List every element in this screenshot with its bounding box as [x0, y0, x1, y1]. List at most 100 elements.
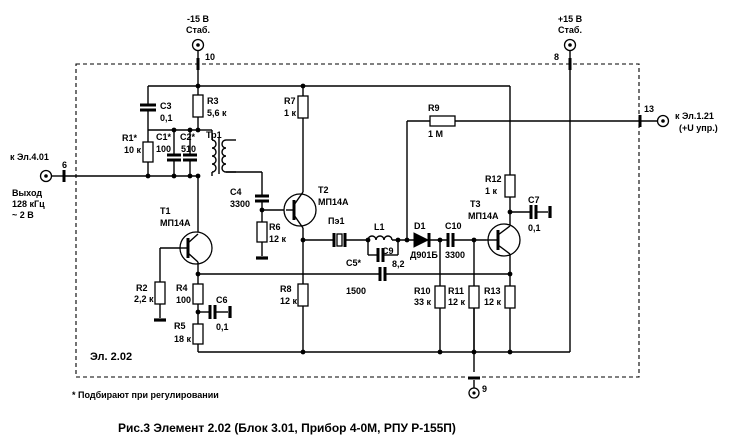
pin-9-label: 9	[482, 384, 487, 394]
pin-10-label: 10	[205, 52, 215, 62]
r6-ref: R6	[269, 222, 281, 232]
resistor-r4	[192, 283, 204, 324]
r3-value: 5,6 к	[207, 108, 227, 118]
pin-8-label: 8	[554, 52, 559, 62]
d1-ref: D1	[414, 221, 426, 231]
pos-stab-label: Стаб.	[558, 25, 582, 35]
r2-value: 2,2 к	[134, 294, 154, 304]
neg-voltage-label: -15 В	[187, 14, 210, 24]
capacitor-c7	[510, 205, 552, 219]
r13-ref: R13	[484, 286, 501, 296]
r4-value: 100	[176, 295, 191, 305]
pos-supply-rail	[198, 70, 571, 353]
capacitor-c5	[378, 267, 510, 281]
r7-ref: R7	[284, 96, 296, 106]
r12-value: 1 к	[485, 186, 498, 196]
terminal-neg-supply	[191, 38, 205, 70]
t2-type: МП14А	[318, 197, 349, 207]
pe1-ref: Пэ1	[328, 216, 344, 226]
module-boundary	[75, 63, 640, 378]
r3-ref: R3	[207, 96, 219, 106]
capacitor-c3	[140, 86, 156, 130]
c7-value: 0,1	[528, 223, 541, 233]
neg-stab-label: Стаб.	[186, 25, 210, 35]
r13-value: 12 к	[484, 297, 502, 307]
output-note-line1: Выход	[12, 188, 42, 198]
resistor-r6	[256, 210, 268, 260]
r9-ref: R9	[428, 103, 440, 113]
c5-ref: C5*	[346, 258, 362, 268]
t3-ref: T3	[470, 199, 481, 209]
right-connector-sub: (+U упр.)	[679, 123, 718, 133]
r8-value: 12 к	[280, 296, 298, 306]
r11-ref: R11	[448, 286, 464, 296]
c5-value: 1500	[346, 286, 366, 296]
t1-ref: T1	[160, 206, 171, 216]
terminal-pos-supply	[563, 38, 577, 70]
r5-ref: R5	[174, 321, 186, 331]
resistor-r11	[468, 240, 480, 352]
t2-ref: T2	[318, 185, 329, 195]
l1-ref: L1	[374, 222, 385, 232]
figure-caption: Рис.3 Элемент 2.02 (Блок 3.01, Прибор 4-…	[118, 421, 456, 435]
r10-ref: R10	[414, 286, 431, 296]
r4-ref: R4	[176, 283, 188, 293]
capacitor-c2	[183, 130, 197, 176]
pin-6-label: 6	[62, 160, 67, 170]
r7-value: 1 к	[284, 108, 297, 118]
c1-ref: C1*	[156, 132, 172, 142]
r1-ref: R1*	[122, 133, 138, 143]
c9-ref: C9	[382, 246, 394, 256]
junction-dots	[145, 83, 513, 355]
c1-value: 100	[156, 144, 171, 154]
capacitor-c10	[446, 233, 486, 247]
resistor-r5	[192, 323, 204, 352]
resistor-r1	[142, 130, 154, 176]
r1-value: 10 к	[124, 145, 142, 155]
resistor-r12	[504, 174, 516, 226]
capacitor-c1	[167, 130, 181, 176]
tr1-ref: Тр1	[206, 130, 222, 140]
capacitor-c6	[198, 305, 232, 319]
transistor-t3	[486, 223, 521, 286]
footnote: * Подбирают при регулировании	[72, 390, 219, 400]
capacitor-c4	[255, 194, 286, 211]
output-note-line3: ~ 2 В	[12, 210, 34, 220]
crystal-pe1	[332, 233, 368, 247]
output-note-line2: 128 кГц	[12, 199, 45, 209]
r9-value: 1 М	[428, 129, 443, 139]
r10-value: 33 к	[414, 297, 432, 307]
diode-d1	[413, 232, 448, 248]
c6-ref: C6	[216, 295, 228, 305]
pin-13-label: 13	[644, 104, 654, 114]
c9-value: 8,2	[392, 259, 405, 269]
r2-ref: R2	[136, 283, 148, 293]
left-connector-label: к Эл.4.01	[10, 152, 49, 162]
t3-type: МП14А	[468, 211, 499, 221]
r6-value: 12 к	[269, 234, 287, 244]
pos-voltage-label: +15 В	[558, 14, 583, 24]
resistor-r8	[297, 283, 309, 352]
resistor-r9	[406, 115, 456, 240]
resistor-r13	[504, 285, 516, 352]
resistor-r10	[434, 240, 446, 352]
c2-ref: C2*	[180, 132, 196, 142]
r12-ref: R12	[485, 174, 502, 184]
c4-value: 3300	[230, 199, 250, 209]
r5-value: 18 к	[174, 334, 192, 344]
r8-ref: R8	[280, 284, 292, 294]
resistor-r7	[297, 86, 309, 192]
resistor-r3	[192, 92, 204, 130]
terminal-input-left	[39, 169, 200, 183]
d1-type: Д901Б	[410, 250, 438, 260]
terminal-control-right	[455, 114, 670, 128]
right-connector-label: к Эл.1.21	[675, 111, 714, 121]
c3-ref: C3	[160, 101, 172, 111]
element-label: Эл. 2.02	[90, 351, 132, 363]
r11-value: 12 к	[448, 297, 466, 307]
t1-type: МП14А	[160, 218, 191, 228]
c7-ref: C7	[528, 195, 540, 205]
c3-value: 0,1	[160, 113, 173, 123]
neg-supply-rail	[148, 70, 511, 175]
c2-value: 510	[181, 144, 196, 154]
